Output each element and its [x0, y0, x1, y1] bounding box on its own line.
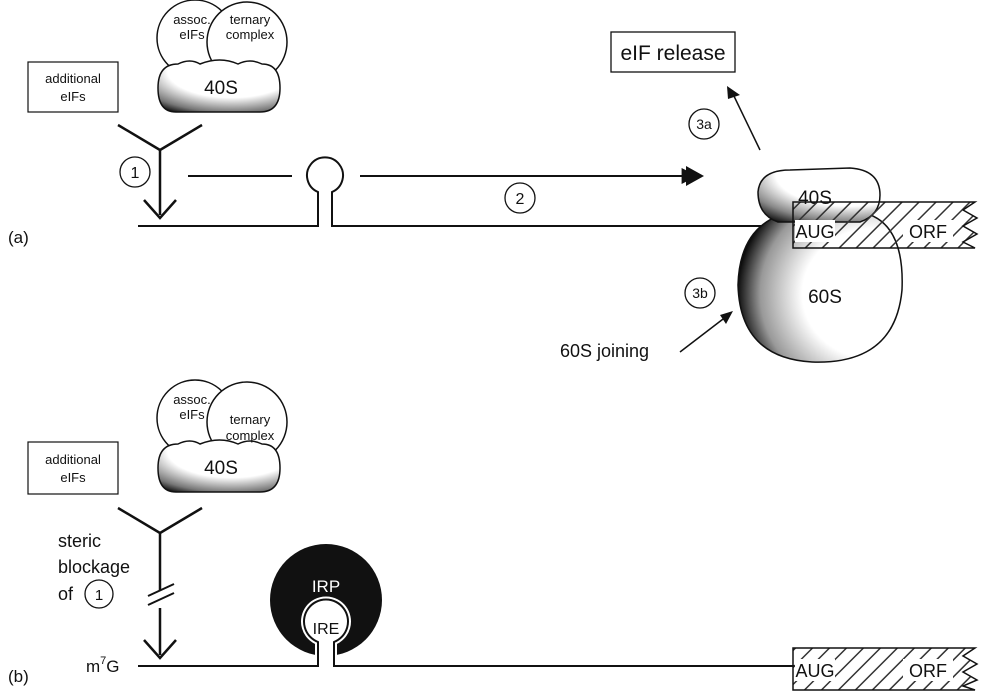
mrna-b — [138, 598, 795, 667]
orf-label-b: ORF — [909, 661, 947, 681]
step-3a-label: 3a — [696, 116, 712, 132]
step-2-label: 2 — [516, 191, 525, 208]
step-1-circle-b — [84, 579, 114, 609]
panel-b-label: (b) — [8, 667, 29, 686]
additional-eifs-box-b — [27, 441, 119, 495]
aug-label-a: AUG — [795, 222, 834, 242]
assoc-label-1: assoc. — [173, 12, 211, 27]
step-3b-label: 3b — [692, 285, 708, 301]
joining-label: 60S joining — [560, 341, 649, 361]
orf-backdrop-b — [903, 659, 953, 681]
ternary-label-1: ternary — [230, 12, 271, 27]
aug-label-b: AUG — [795, 661, 834, 681]
steric-label-1: steric — [58, 531, 101, 551]
step-1-circle — [119, 156, 151, 188]
step-1-label: 1 — [131, 165, 140, 182]
additional-label-2-b: eIFs — [60, 470, 86, 485]
steric-label-2: blockage — [58, 557, 130, 577]
step-1-label-b: 1 — [95, 587, 103, 604]
panel-a: (a) assoc. eIFs ternary complex 40S addi… — [8, 0, 979, 363]
step-3b-circle — [684, 277, 716, 309]
additional-label-1-b: additional — [45, 452, 101, 467]
subunit-40s-label-b: 40S — [204, 458, 238, 479]
panel-b: (b) assoc. eIFs ternary complex 40S addi… — [8, 379, 979, 691]
recruitment-arrow-a — [117, 123, 203, 220]
assoc-label-2: eIFs — [179, 27, 205, 42]
eif-release-box — [610, 31, 736, 73]
aug-backdrop-a — [795, 220, 835, 242]
irp-label: IRP — [312, 577, 340, 596]
block-mark-2 — [147, 592, 175, 606]
steric-label-3: of — [58, 584, 74, 604]
preinitiation-complex-a: assoc. eIFs ternary complex 40S — [156, 0, 288, 113]
aug-backdrop-b — [795, 659, 835, 681]
mrna-a — [138, 156, 795, 227]
ternary-label-1-b: ternary — [230, 412, 271, 427]
block-mark-1 — [147, 583, 175, 597]
eif-release-label: eIF release — [620, 42, 725, 65]
scanning-arrowhead — [686, 166, 704, 186]
step-3a-circle — [688, 108, 720, 140]
blocked-arrow-b — [117, 506, 203, 660]
additional-eifs-box — [27, 61, 119, 113]
additional-label-2: eIFs — [60, 89, 86, 104]
panel-a-label: (a) — [8, 228, 29, 247]
ternary-label-2-b: complex — [226, 428, 275, 443]
subunit-60s-label: 60S — [808, 287, 842, 308]
orf-label-a: ORF — [909, 222, 947, 242]
additional-label-1: additional — [45, 71, 101, 86]
assoc-label-2-b: eIFs — [179, 407, 205, 422]
release-arrow — [731, 91, 761, 151]
joining-arrow — [679, 315, 728, 353]
assoc-label-1-b: assoc. — [173, 392, 211, 407]
small-subunit-40s — [157, 59, 281, 113]
ternary-label-2: complex — [226, 27, 275, 42]
small-subunit-40s-b — [157, 439, 281, 493]
ire-label: IRE — [313, 621, 340, 638]
joining-arrowhead — [720, 311, 733, 324]
release-arrowhead — [727, 86, 740, 99]
cap-label: m7G — [86, 655, 120, 676]
orf-backdrop-a — [903, 220, 953, 242]
subunit-40s-label: 40S — [204, 78, 238, 99]
preinitiation-complex-b: assoc. eIFs ternary complex 40S — [156, 379, 288, 493]
step-2-circle — [504, 182, 536, 214]
